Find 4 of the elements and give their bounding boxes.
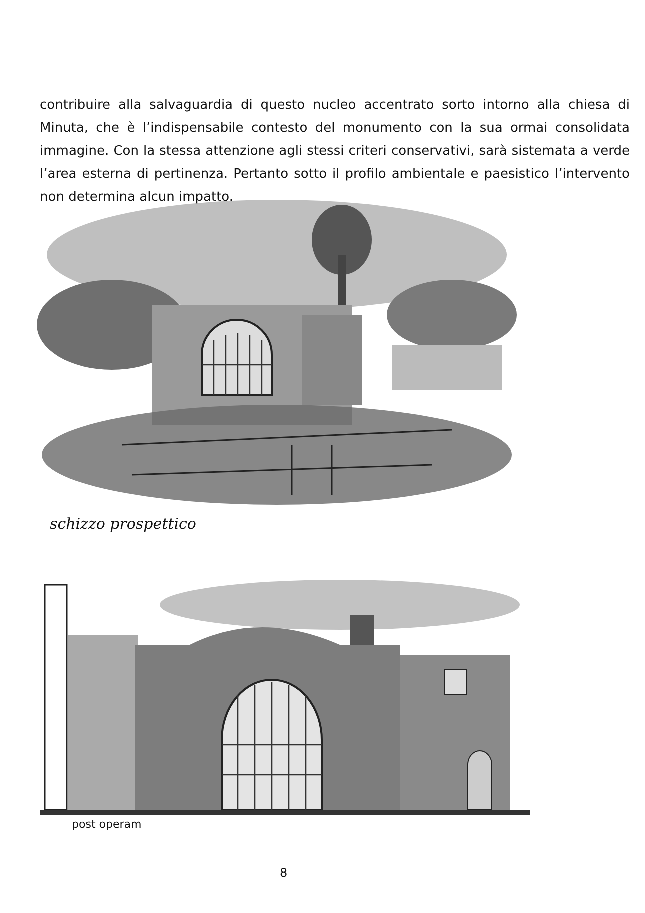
page-number: 8 — [280, 866, 288, 880]
body-paragraph: contribuire alla salvaguardia di questo nucleo accentrato sorto intorno alla chiesa di Minuta, che è l’indispensabile contesto del monumento con la sua ormai consolidata immagine. Con la stessa attenzione agli stessi criteri conservativi, sarà sistemata a verde l’area esterna di pertinenza. Pertanto sotto il profilo ambientale e paesistico l’intervento non determina alcun impatto. — [40, 97, 630, 207]
sketch-caption: schizzo prospettico — [50, 515, 196, 533]
drawing-caption: post operam — [72, 818, 142, 831]
